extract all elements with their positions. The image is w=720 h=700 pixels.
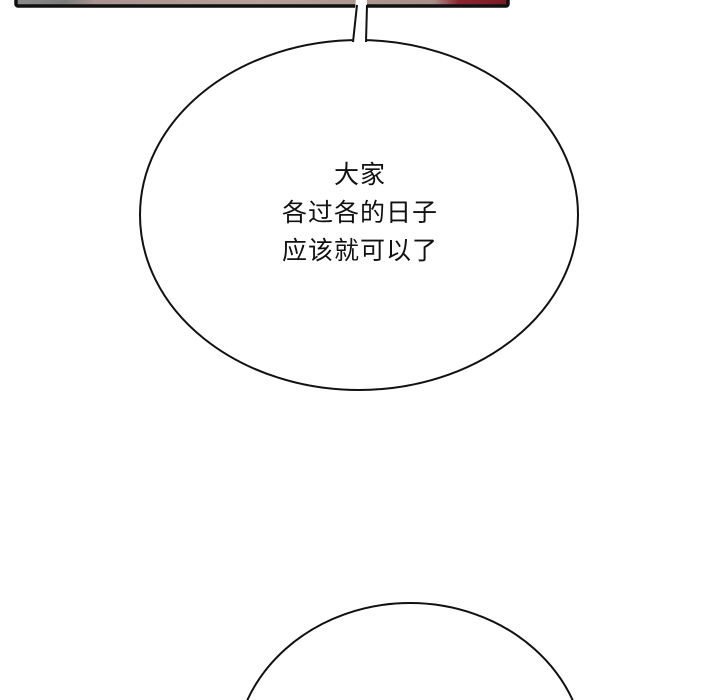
top-panel bbox=[14, 0, 510, 8]
dialogue-line: 大家 bbox=[333, 160, 386, 189]
speech-bubble-1 bbox=[139, 0, 579, 391]
speech-bubble-1-text: 大家 各过各的日子 应该就可以了 bbox=[200, 156, 520, 270]
dialogue-line: 应该就可以了 bbox=[281, 236, 438, 265]
dialogue-line: 各过各的日子 bbox=[281, 198, 438, 227]
speech-bubble-2 bbox=[246, 602, 574, 700]
